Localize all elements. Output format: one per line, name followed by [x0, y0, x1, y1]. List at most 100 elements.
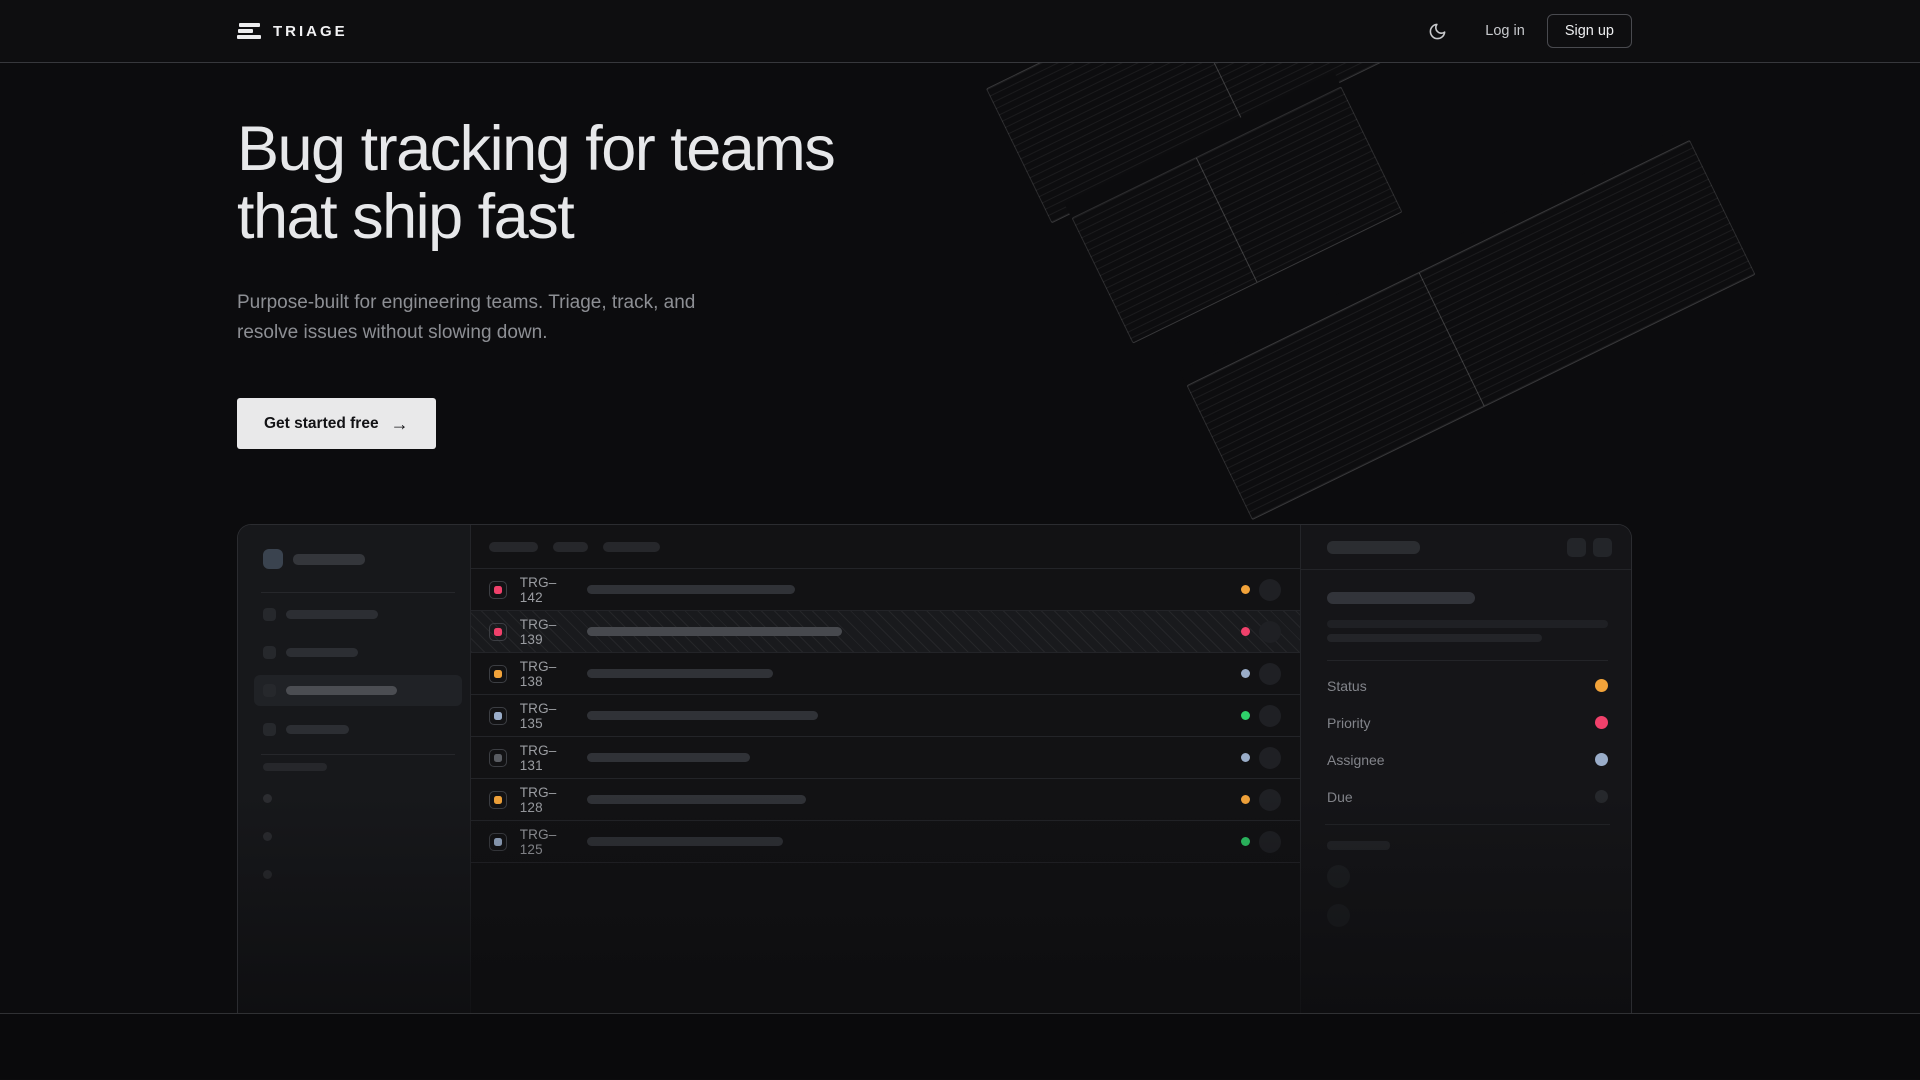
theme-toggle-button[interactable] — [1424, 18, 1451, 45]
mockup-nav-item — [254, 637, 462, 667]
property-value-dot — [1595, 716, 1608, 729]
issue-title-skeleton — [586, 627, 842, 636]
issue-type-icon — [488, 748, 507, 767]
mockup-detail-header — [1301, 525, 1631, 570]
mock-property-row: Assignee — [1327, 741, 1608, 778]
skeleton-dot — [263, 870, 272, 879]
issue-type-icon — [488, 832, 507, 851]
property-value-dot — [1595, 753, 1608, 766]
skeleton-pill — [552, 541, 588, 552]
divider — [1327, 660, 1608, 661]
mockup-nav-item — [254, 714, 462, 744]
divider — [1325, 824, 1610, 825]
issue-avatar — [1259, 704, 1281, 727]
skeleton-button — [1567, 537, 1586, 557]
issue-avatar — [1259, 620, 1281, 643]
top-navbar: TRIAGE Log in Sign up — [0, 0, 1920, 63]
issue-title-skeleton — [586, 711, 818, 720]
nav-actions: Log in Sign up — [1424, 14, 1632, 48]
mockup-nav-item — [254, 599, 462, 629]
issue-id: TRG–128 — [519, 784, 557, 815]
issue-status-dot — [1241, 837, 1250, 846]
issue-title-skeleton — [586, 837, 783, 846]
brand-logo[interactable]: TRIAGE — [237, 23, 348, 40]
issue-title-skeleton — [586, 753, 750, 762]
skeleton-bar — [1327, 620, 1608, 628]
skeleton-pill — [488, 541, 538, 552]
issue-type-icon — [488, 790, 507, 809]
mock-property-row: Due — [1327, 778, 1608, 815]
login-link[interactable]: Log in — [1485, 23, 1525, 39]
issue-avatar — [1259, 830, 1281, 853]
issue-type-icon — [488, 622, 507, 641]
divider — [261, 592, 455, 593]
issue-type-icon — [488, 706, 507, 725]
issue-id: TRG–139 — [519, 616, 557, 647]
mock-issue-row: TRG–139 — [470, 611, 1300, 653]
mockup-detail-panel: Status Priority Assignee Due — [1301, 525, 1631, 1013]
mockup-sidebar — [238, 525, 471, 1013]
footer-section — [0, 1013, 1920, 1079]
app-mockup: TRG–142 TRG–139 TRG–138 TRG–135 — [237, 524, 1632, 1013]
issue-avatar — [1259, 662, 1281, 685]
mock-issue-row: TRG–128 — [470, 779, 1300, 821]
skeleton-bar — [1327, 540, 1420, 554]
mock-property-row: Priority — [1327, 704, 1608, 741]
issue-status-dot — [1241, 753, 1250, 762]
issue-type-icon — [488, 580, 507, 599]
mock-property-row: Status — [1327, 667, 1608, 704]
issue-status-dot — [1241, 711, 1250, 720]
skeleton-dot — [263, 832, 272, 841]
mock-issue-row: TRG–142 — [470, 569, 1300, 611]
property-label: Priority — [1327, 714, 1371, 731]
property-value-dot — [1595, 790, 1608, 803]
hero-subtitle: Purpose-built for engineering teams. Tri… — [237, 292, 696, 343]
mock-issue-row: TRG–125 — [470, 821, 1300, 863]
issue-type-icon — [488, 664, 507, 683]
issue-id: TRG–125 — [519, 826, 557, 857]
property-label: Due — [1327, 788, 1353, 805]
mock-issue-row: TRG–138 — [470, 653, 1300, 695]
mock-issue-row: TRG–131 — [470, 737, 1300, 779]
skeleton-button — [1593, 537, 1612, 557]
skeleton-bar — [1327, 634, 1542, 642]
issue-avatar — [1259, 746, 1281, 769]
signup-button[interactable]: Sign up — [1546, 14, 1632, 48]
issue-avatar — [1259, 578, 1281, 601]
triage-logo-icon — [237, 23, 263, 39]
hero-title: Bug tracking for teams that ship fast — [237, 114, 836, 252]
property-value-dot — [1595, 679, 1608, 692]
arrow-right-icon: → — [390, 413, 409, 434]
mock-issue-row: TRG–135 — [470, 695, 1300, 737]
issue-title-skeleton — [586, 669, 773, 678]
mockup-workspace-avatar — [263, 549, 283, 569]
get-started-button[interactable]: Get started free → — [237, 398, 436, 449]
skeleton-avatar — [1327, 904, 1350, 927]
issue-title-skeleton — [586, 795, 806, 804]
issue-avatar — [1259, 788, 1281, 811]
issue-id: TRG–142 — [519, 574, 557, 605]
issue-id: TRG–131 — [519, 742, 557, 773]
mockup-workspace-row — [263, 549, 453, 569]
mockup-issue-list: TRG–142 TRG–139 TRG–138 TRG–135 — [470, 525, 1301, 1013]
issue-id: TRG–135 — [519, 700, 557, 731]
issue-status-dot — [1241, 795, 1250, 804]
issue-status-dot — [1241, 585, 1250, 594]
skeleton-bar — [263, 763, 327, 771]
property-label: Assignee — [1327, 751, 1385, 768]
moon-icon — [1429, 23, 1446, 39]
mockup-nav-item-active — [254, 675, 462, 706]
issue-status-dot — [1241, 669, 1250, 678]
skeleton-pill — [602, 541, 660, 552]
mockup-list-header — [470, 525, 1300, 569]
issue-status-dot — [1241, 627, 1250, 636]
issue-id: TRG–138 — [519, 658, 557, 689]
skeleton-bar — [1327, 592, 1475, 604]
issue-title-skeleton — [586, 585, 795, 594]
skeleton-bar — [293, 553, 365, 565]
divider — [261, 754, 455, 755]
skeleton-dot — [263, 794, 272, 803]
skeleton-avatar — [1327, 865, 1350, 888]
brand-name: TRIAGE — [273, 22, 348, 40]
skeleton-bar — [1327, 841, 1390, 850]
